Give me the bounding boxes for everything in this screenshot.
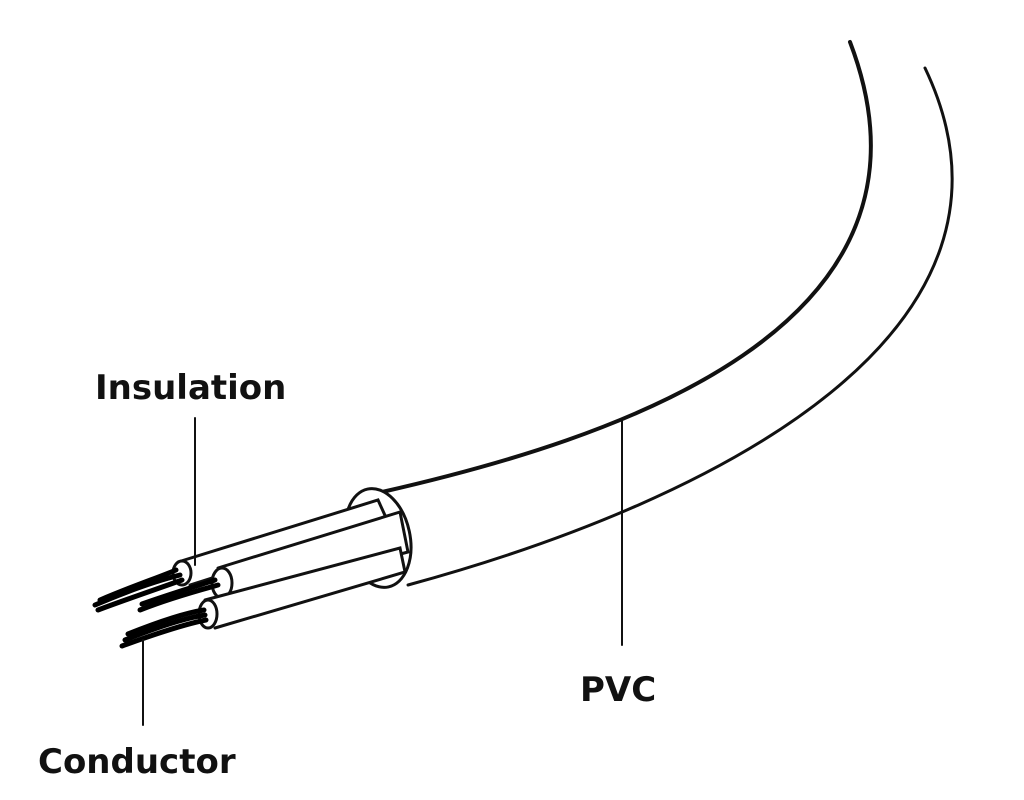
pvc-label: PVC <box>580 670 657 710</box>
conductor-strands <box>92 567 221 649</box>
pvc-jacket-top-edge <box>380 40 873 494</box>
conductor-label: Conductor <box>38 742 236 782</box>
insulation-label: Insulation <box>95 368 287 408</box>
pvc-jacket-bottom-edge <box>406 66 954 587</box>
